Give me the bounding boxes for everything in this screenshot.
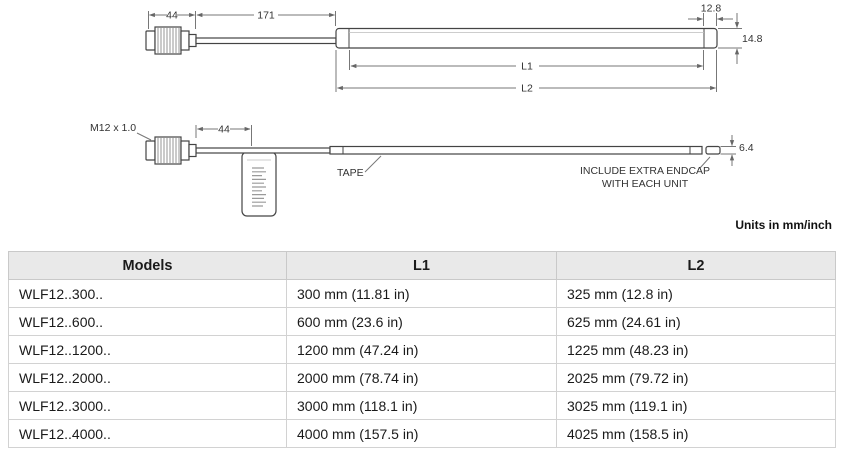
- light-bar-side-drawing: [329, 145, 721, 155]
- extra-endcap-note-line2: WITH EACH UNIT: [602, 178, 689, 190]
- thread-size-label: M12 x 1.0: [90, 122, 136, 134]
- header-l2: L2: [556, 251, 836, 280]
- model-cell: WLF12..1200..: [8, 335, 287, 364]
- table-row: WLF12..1200.. 1200 mm (47.24 in) 1225 mm…: [8, 335, 836, 364]
- model-cell: WLF12..600..: [8, 307, 287, 336]
- l2-cell: 1225 mm (48.23 in): [556, 335, 836, 364]
- table-header-row: Models L1 L2: [8, 251, 836, 280]
- model-spec-table: Models L1 L2 WLF12..300.. 300 mm (11.81 …: [8, 251, 836, 448]
- light-bar-drawing: [335, 27, 718, 49]
- l1-cell: 2000 mm (78.74 in): [286, 363, 557, 392]
- tape-label: TAPE: [337, 167, 364, 179]
- thread-leader-line: [136, 132, 152, 141]
- l2-cell: 3025 mm (119.1 in): [556, 391, 836, 420]
- tape-leader-line: [364, 155, 382, 173]
- dimension-height: [718, 13, 742, 64]
- l2-cell: 625 mm (24.61 in): [556, 307, 836, 336]
- dimension-drawing: 44 171 12.8 14.8 L1: [90, 3, 832, 233]
- table-row: WLF12..4000.. 4000 mm (157.5 in) 4025 mm…: [8, 419, 836, 448]
- model-cell: WLF12..2000..: [8, 363, 287, 392]
- m12-connector-icon: [145, 26, 197, 55]
- dimension-bar-width: [720, 135, 736, 166]
- extra-endcap-drawing: [705, 145, 721, 155]
- l2-cell: 4025 mm (158.5 in): [556, 419, 836, 448]
- endcap-leader-line: [699, 156, 711, 169]
- l2-cell: 2025 mm (79.72 in): [556, 363, 836, 392]
- table-row: WLF12..3000.. 3000 mm (118.1 in) 3025 mm…: [8, 391, 836, 420]
- dim-label-l1: L1: [521, 61, 533, 73]
- l1-cell: 3000 mm (118.1 in): [286, 391, 557, 420]
- top-view-drawing: 44 171 12.8 14.8 L1: [145, 3, 763, 95]
- l2-cell: 325 mm (12.8 in): [556, 279, 836, 308]
- dimension-lines-top: [148, 11, 336, 29]
- units-note: Units in mm/inch: [735, 218, 832, 232]
- model-cell: WLF12..300..: [8, 279, 287, 308]
- dim-label-bar-6-4: 6.4: [739, 142, 754, 154]
- dim-label-endcap-12-8: 12.8: [701, 3, 722, 15]
- dimension-l1: [349, 50, 704, 70]
- dim-label-tag-44: 44: [218, 124, 230, 136]
- table-row: WLF12..600.. 600 mm (23.6 in) 625 mm (24…: [8, 307, 836, 336]
- side-view-drawing: M12 x 1.0 44 TAPE INCLUDE EXTRA ENDCAP W…: [90, 122, 754, 217]
- l1-cell: 300 mm (11.81 in): [286, 279, 557, 308]
- table-row: WLF12..300.. 300 mm (11.81 in) 325 mm (1…: [8, 279, 836, 308]
- l1-cell: 1200 mm (47.24 in): [286, 335, 557, 364]
- header-models: Models: [8, 251, 287, 280]
- model-cell: WLF12..3000..: [8, 391, 287, 420]
- m12-connector-side-icon: [145, 136, 197, 165]
- cable-drawing-side: [195, 147, 331, 154]
- dim-label-height-14-8: 14.8: [742, 33, 763, 45]
- header-l1: L1: [286, 251, 557, 280]
- dim-label-cable-171: 171: [257, 10, 275, 22]
- extra-endcap-note-line1: INCLUDE EXTRA ENDCAP: [580, 165, 710, 177]
- table-row: WLF12..2000.. 2000 mm (78.74 in) 2025 mm…: [8, 363, 836, 392]
- l1-cell: 600 mm (23.6 in): [286, 307, 557, 336]
- label-tag-drawing: [241, 151, 277, 217]
- dim-label-connector-44: 44: [166, 10, 178, 22]
- dimension-tag-offset: [195, 125, 252, 146]
- cable-drawing: [195, 37, 337, 45]
- dim-label-l2: L2: [521, 83, 533, 95]
- dimension-l2: [335, 50, 717, 92]
- dimension-endcap: [688, 13, 733, 26]
- model-cell: WLF12..4000..: [8, 419, 287, 448]
- l1-cell: 4000 mm (157.5 in): [286, 419, 557, 448]
